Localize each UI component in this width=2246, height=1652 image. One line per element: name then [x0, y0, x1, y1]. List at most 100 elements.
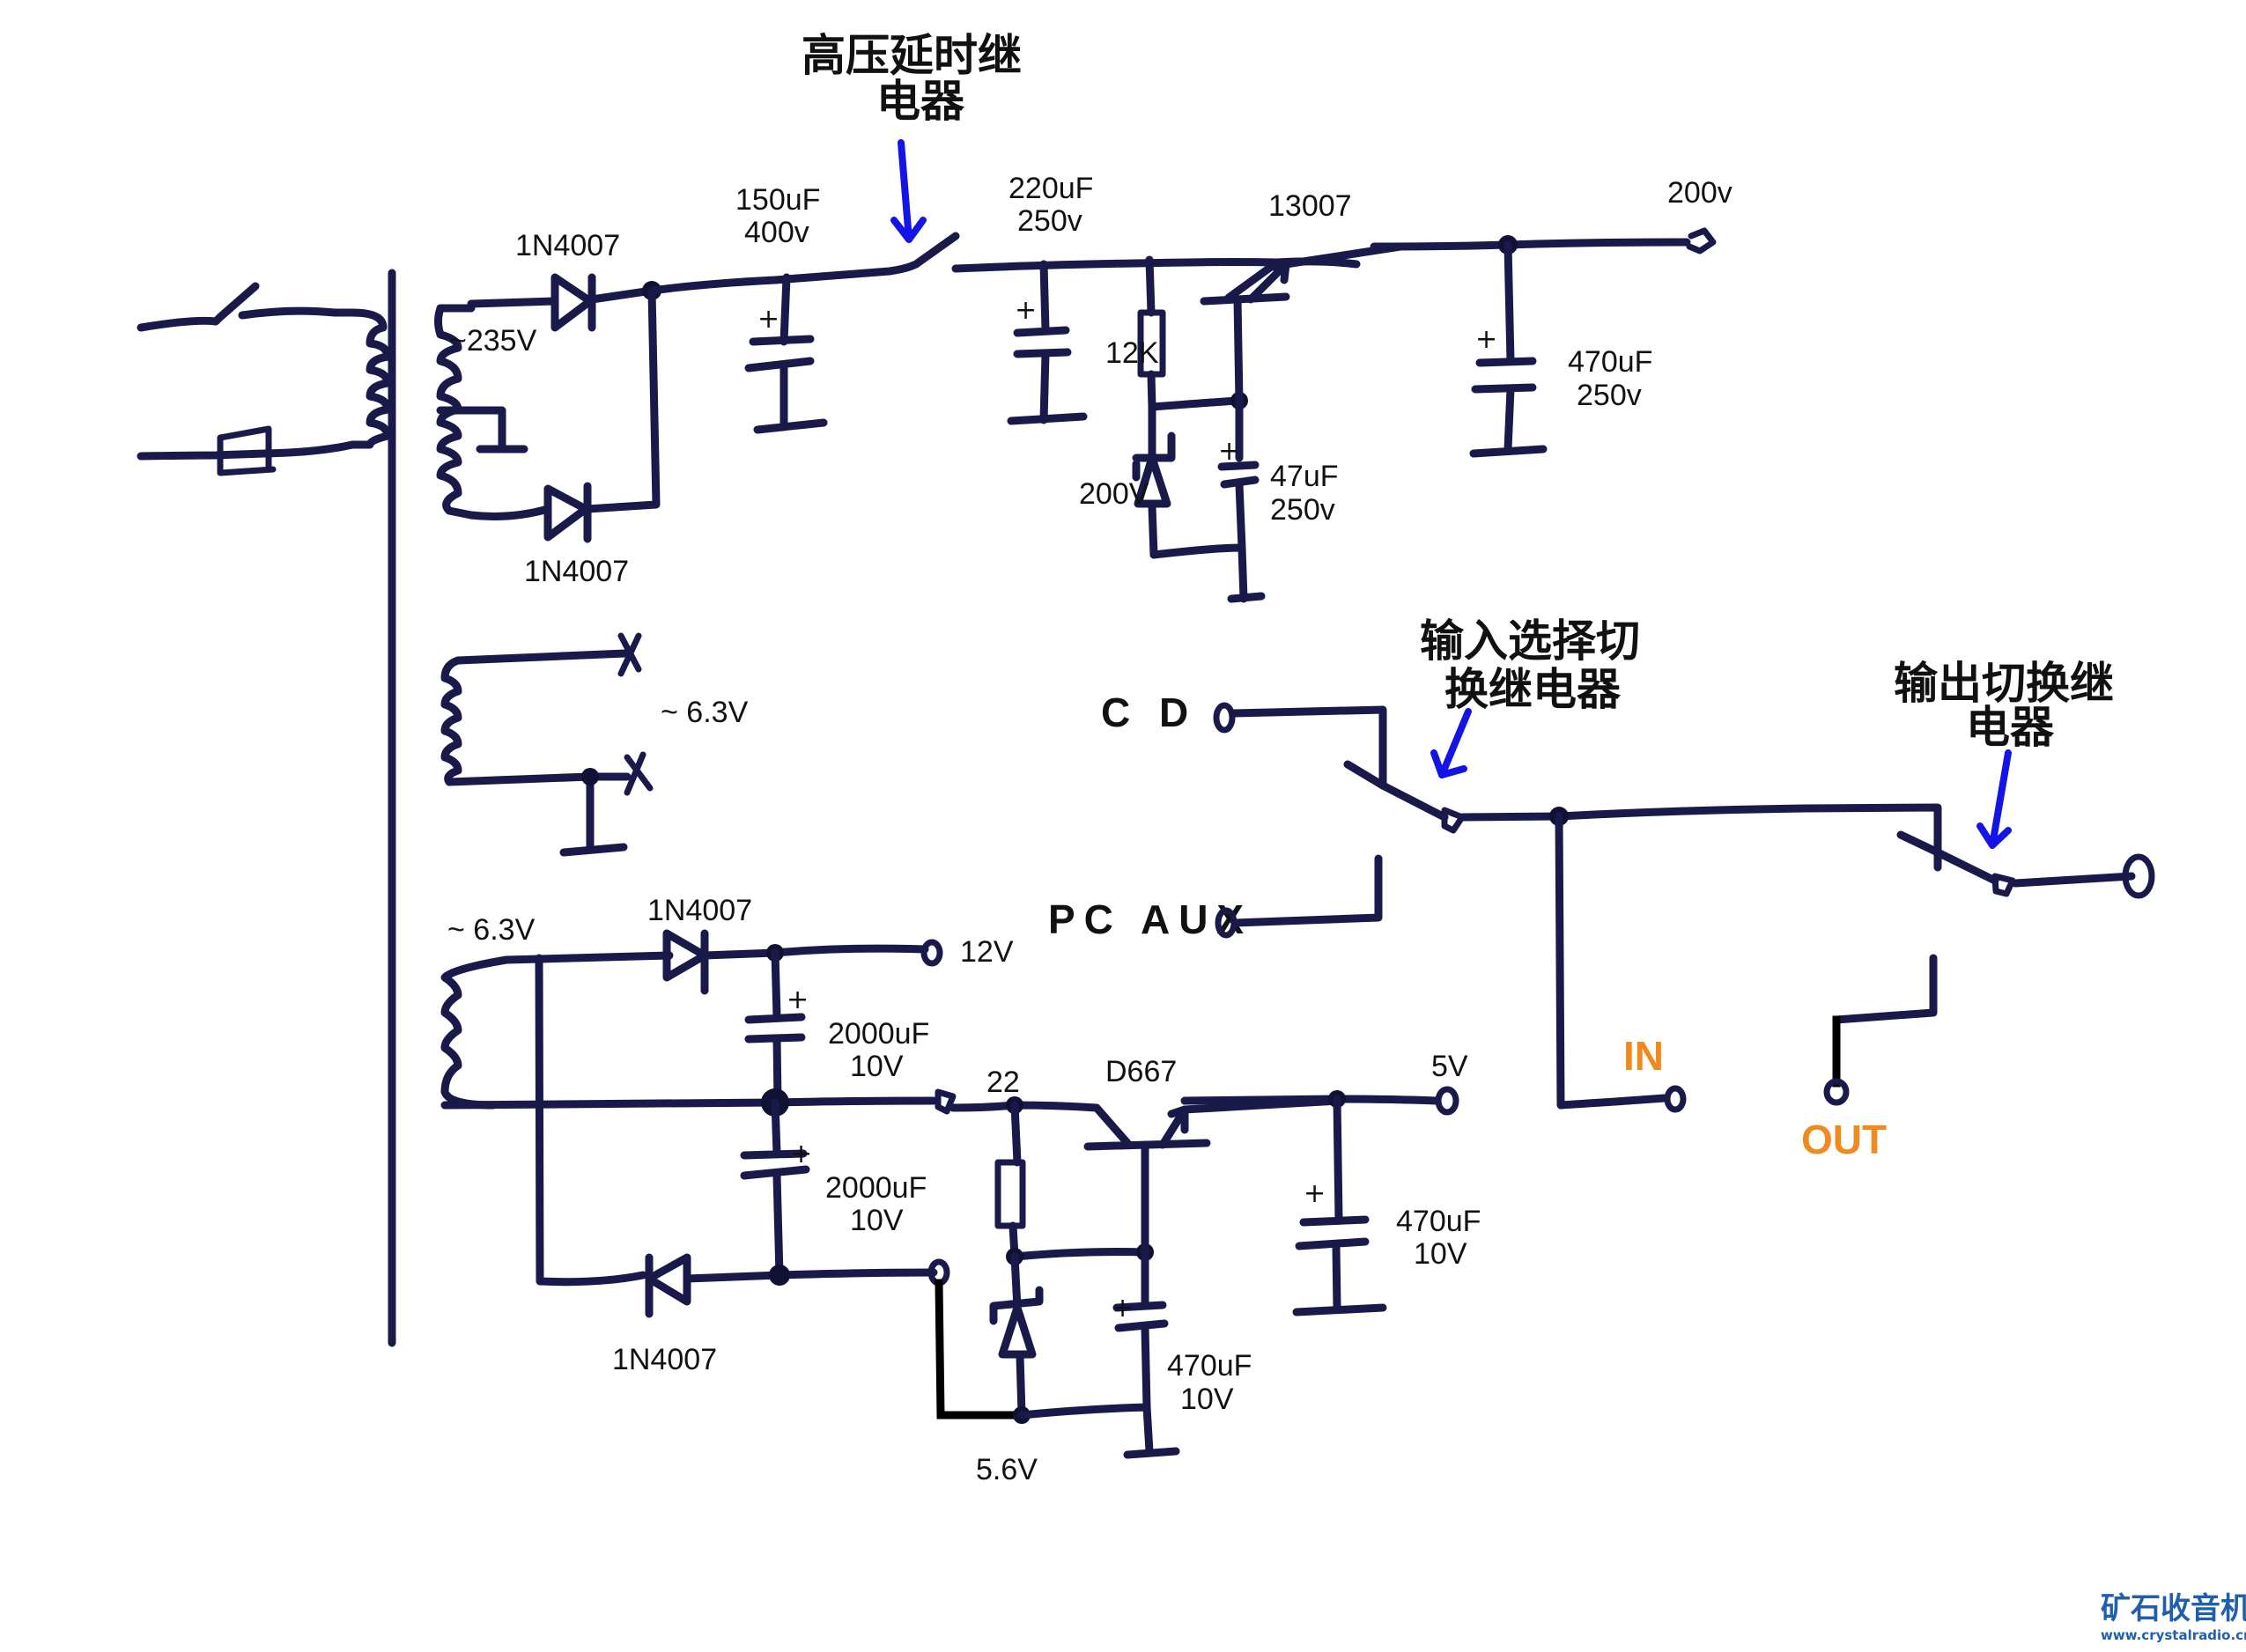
negative-return-wire: [935, 1279, 1026, 1420]
out-nc-wire: [1832, 954, 1938, 1024]
capacitor-150uf: +: [744, 273, 828, 434]
plus-sign: +: [1475, 324, 1497, 355]
cd-wire: [1229, 705, 1387, 790]
lv-ground-wire: [1017, 1403, 1180, 1459]
capacitor-220uf: +: [1007, 260, 1088, 425]
transistor-13007: [1200, 242, 1405, 462]
capacitor-470uf-out-voltage: 10V: [1414, 1237, 1467, 1271]
hv-wire-top: [467, 297, 559, 308]
heater-voltage-label: ~ 6.3V: [661, 696, 749, 729]
zener-feed: [1147, 370, 1244, 411]
primary-coil: [348, 308, 392, 449]
mains-switch: [137, 282, 357, 332]
lv-reg-input-wire: [949, 1101, 1101, 1112]
diode-lv-top-label: 1N4007: [647, 894, 752, 927]
capacitor-220uf-value: 220uF: [1008, 172, 1093, 205]
watermark-logo-text: 矿石收音机: [2101, 1591, 2246, 1626]
output-relay-annotation-line1: 输出切换继: [1894, 658, 2114, 709]
capacitor-470uf-base-voltage: 10V: [1180, 1383, 1234, 1416]
watermark-url: www.crystalradio.cn: [2101, 1627, 2246, 1643]
input-relay-contact: [1343, 760, 1449, 822]
capacitor-470uf-250v-value: 470uF: [1568, 345, 1652, 379]
hv-wire-top-2: [587, 286, 656, 304]
capacitor-2000uf-top: +: [744, 948, 809, 1107]
capacitor-470uf-out: +: [1292, 1095, 1387, 1316]
terminal-12v: [920, 939, 943, 967]
resistor-22-lead: [1010, 1101, 1022, 1167]
lv-center-wire: [440, 1096, 938, 1110]
plus-sign: +: [790, 1139, 812, 1169]
terminal-output-jack[interactable]: [2122, 853, 2155, 899]
output-12v-label: 12V: [960, 935, 1014, 969]
signal-bus: [1458, 803, 1942, 872]
capacitor-47uf-value: 47uF: [1270, 460, 1339, 493]
resistor-22-label: 22: [986, 1066, 1020, 1099]
capacitor-470uf-250v: +: [1469, 240, 1548, 458]
zener-5v6-label: 5.6V: [976, 1453, 1038, 1486]
hv-secondary-coil: [434, 304, 528, 520]
diode-hv-top-label: 1N4007: [515, 229, 620, 262]
lv-wire-top: [502, 951, 674, 964]
lv-secondary-voltage-label: ~ 6.3V: [447, 913, 536, 947]
diode-lv-bottom-label: 1N4007: [612, 1343, 717, 1376]
hv-output-wire: [1370, 238, 1691, 251]
lv-12v-wire: [700, 944, 929, 960]
hv-ground-wire: [1149, 543, 1266, 603]
plus-sign: +: [757, 304, 779, 335]
capacitor-2000uf-top-voltage: 10V: [850, 1050, 904, 1083]
input-relay-arrow-icon: [1430, 708, 1472, 778]
hv-bus: [647, 232, 960, 295]
diode-hv-top: [550, 273, 596, 332]
plus-sign: +: [1304, 1178, 1326, 1209]
junction-dot: [769, 1265, 790, 1286]
capacitor-47uf-voltage: 250v: [1270, 493, 1335, 527]
capacitor-470uf-250v-voltage: 250v: [1577, 379, 1642, 412]
lv-negative-wire: [683, 1268, 938, 1283]
fuse: [137, 425, 357, 476]
capacitor-2000uf-bottom: +: [740, 1098, 812, 1280]
terminal-center: [935, 1088, 957, 1115]
in-label: IN: [1623, 1033, 1664, 1079]
transistor-d667-label: D667: [1105, 1055, 1177, 1088]
transistor-13007-label: 13007: [1268, 189, 1352, 223]
terminal-in[interactable]: [1664, 1085, 1687, 1113]
diode-lv-bottom: [645, 1253, 691, 1318]
input-cd-label: C D: [1101, 690, 1197, 735]
capacitor-2000uf-bottom-voltage: 10V: [850, 1204, 904, 1237]
plus-sign: +: [1112, 1293, 1134, 1324]
diode-hv-bottom: [543, 482, 592, 543]
input-relay-common-terminal: [1441, 807, 1466, 834]
capacitor-47uf: +: [1217, 436, 1260, 552]
heater-terminal-x-top: [617, 632, 642, 677]
capacitor-470uf-base: +: [1112, 1293, 1169, 1412]
terminal-cd[interactable]: [1213, 702, 1236, 734]
hv-relay-annotation-line1: 高压延时继: [802, 30, 1022, 81]
diode-lv-top: [662, 929, 709, 995]
transistor-d667: [1083, 1096, 1343, 1306]
hv-relay-annotation-line2: 电器: [876, 76, 965, 127]
hv-relay-arrow-icon: [890, 139, 927, 243]
input-relay-annotation-line1: 输入选择切: [1420, 616, 1640, 667]
input-relay-annotation-line2: 换继电器: [1444, 664, 1622, 715]
terminal-5v: [1435, 1086, 1459, 1116]
terminal-out[interactable]: [1823, 1078, 1850, 1106]
hv-output-label: 200v: [1667, 176, 1733, 210]
diode-hv-bottom-label: 1N4007: [524, 555, 629, 588]
hv-wire-return: [583, 286, 661, 513]
hv-wire-bottom: [467, 505, 552, 520]
input-pc-aux-label: PC AUX: [1048, 896, 1252, 942]
hv-secondary-voltage-label: ~235V: [449, 324, 537, 358]
capacitor-2000uf-top-value: 2000uF: [828, 1017, 929, 1051]
heater-terminal-x-bottom: [624, 751, 654, 796]
capacitor-2000uf-bottom-value: 2000uF: [825, 1171, 927, 1205]
lv-center-rail: [535, 954, 647, 1287]
junction-dot: [581, 768, 599, 785]
resistor-12k-label: 12K: [1105, 336, 1159, 370]
capacitor-220uf-voltage: 250v: [1017, 204, 1082, 238]
plus-sign: +: [1015, 295, 1037, 326]
lv-secondary-coil: [440, 955, 511, 1110]
capacitor-150uf-voltage: 400v: [744, 216, 809, 249]
output-relay-contact: [1896, 830, 1999, 885]
